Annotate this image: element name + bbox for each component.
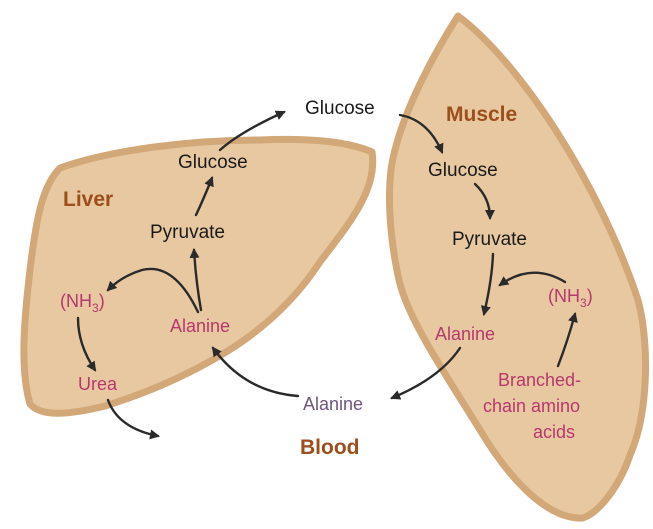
arrow-alanine-to-nh3-liver xyxy=(106,267,200,314)
liver-pyruvate-label: Pyruvate xyxy=(150,222,225,243)
liver-glucose-label: Glucose xyxy=(178,152,248,173)
arrow-alanine-to-pyruvate-liver xyxy=(189,248,203,312)
muscle-bcaa-label-line3: acids xyxy=(533,422,575,442)
liver-shape xyxy=(20,135,377,417)
arrow-bcaa-to-nh3-muscle xyxy=(556,312,578,368)
muscle-alanine-label: Alanine xyxy=(435,324,495,344)
muscle-bcaa-label-line1: Branched- xyxy=(498,370,581,390)
muscle-nh3-label: (NH3) xyxy=(548,286,593,310)
blood-alanine-label: Alanine xyxy=(303,394,363,414)
blood-label: Blood xyxy=(300,436,359,459)
arrow-liver-glucose-to-blood xyxy=(218,110,286,152)
liver-alanine-label: Alanine xyxy=(170,316,230,336)
liver-nh3-label: (NH3) xyxy=(60,291,105,315)
arrow-pyruvate-to-alanine-muscle xyxy=(480,252,495,316)
arrow-pyruvate-to-glucose-liver xyxy=(194,176,214,217)
muscle-glucose-label: Glucose xyxy=(428,160,498,181)
arrow-muscle-alanine-to-blood xyxy=(390,346,462,400)
arrow-glucose-to-pyruvate-muscle xyxy=(473,182,495,220)
arrow-urea-out xyxy=(106,398,160,440)
blood-glucose-label: Glucose xyxy=(305,98,375,119)
muscle-label: Muscle xyxy=(446,103,517,126)
liver-label: Liver xyxy=(63,188,113,211)
arrow-nh3-to-urea xyxy=(76,316,97,372)
arrow-blood-glucose-to-muscle xyxy=(398,113,444,154)
arrow-nh3-to-alanine-muscle xyxy=(498,271,567,287)
muscle-shape xyxy=(386,12,650,522)
liver-urea-label: Urea xyxy=(78,374,118,394)
arrow-blood-alanine-to-liver xyxy=(211,346,300,398)
muscle-bcaa-label-line2: chain amino xyxy=(483,396,580,416)
muscle-pyruvate-label: Pyruvate xyxy=(452,229,527,250)
